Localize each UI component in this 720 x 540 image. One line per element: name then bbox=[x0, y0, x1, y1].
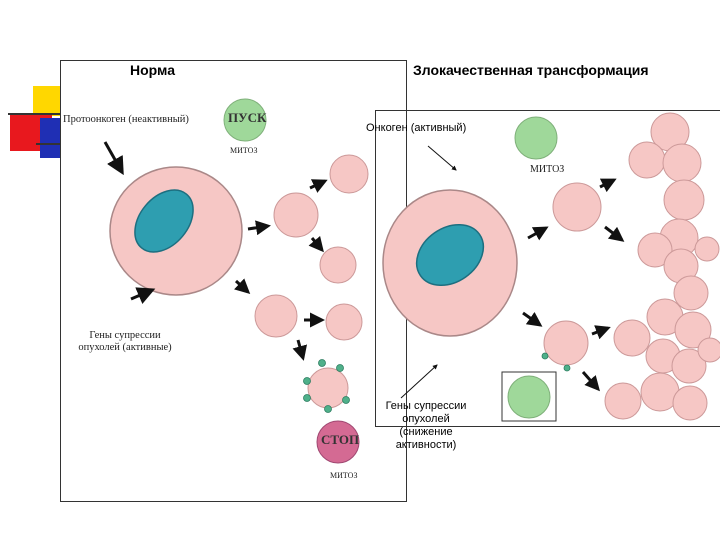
reduced-suppressors-line-2: опухолей bbox=[402, 413, 450, 425]
arrow-to-suppressors bbox=[130, 287, 156, 304]
heading-malignant: Злокачественная трансформация bbox=[413, 62, 649, 78]
malignant-mother-cell bbox=[382, 189, 518, 337]
suppressor-dots-right bbox=[541, 352, 571, 372]
reduced-suppressors-label: Гены супрессии опухолей (снижение активн… bbox=[374, 400, 478, 452]
start-signal bbox=[223, 98, 267, 142]
decor-blue-square bbox=[40, 118, 62, 158]
right-go-signal bbox=[514, 116, 558, 160]
start-mitosis-label: МИТОЗ bbox=[230, 146, 258, 155]
decor-line-2 bbox=[36, 143, 64, 145]
start-signal-text: ПУСК bbox=[228, 110, 267, 125]
right-proliferating-cells bbox=[543, 112, 720, 421]
decor-yellow-square bbox=[33, 86, 61, 116]
left-division-arrows bbox=[234, 179, 328, 361]
suppressor-dots-left bbox=[303, 359, 350, 413]
heading-normal: Норма bbox=[130, 62, 175, 78]
left-daughter-cell bbox=[325, 303, 363, 341]
left-daughter-cell bbox=[319, 246, 357, 284]
inset-green-cell bbox=[507, 375, 551, 419]
decor-line bbox=[8, 113, 64, 115]
stop-mitosis-label: МИТОЗ bbox=[330, 471, 358, 480]
right-division-arrows bbox=[522, 178, 625, 392]
oncogene-label: Онкоген (активный) bbox=[366, 122, 467, 134]
stop-signal bbox=[316, 420, 360, 464]
left-daughter-cell bbox=[273, 192, 319, 238]
tumor-suppressors-line-1: Гены супрессии bbox=[89, 330, 161, 341]
left-daughter-cell bbox=[329, 154, 369, 194]
reduced-suppressors-line-4: активности) bbox=[395, 439, 457, 451]
stop-signal-text: СТОП bbox=[321, 432, 360, 447]
tumor-suppressors-line-2: опухолей (активные) bbox=[78, 342, 172, 353]
arrow-to-oncogene bbox=[427, 145, 457, 171]
tumor-suppressors-label: Гены супрессии опухолей (активные) bbox=[70, 330, 180, 354]
malignant-panel bbox=[375, 110, 720, 427]
arrow-to-proto-oncogene bbox=[103, 141, 124, 176]
reduced-suppressors-line-1: Гены супрессии bbox=[385, 400, 467, 412]
right-mitosis-label: МИТОЗ bbox=[530, 164, 565, 175]
reduced-suppressors-line-3: (снижение bbox=[399, 426, 453, 438]
left-daughter-cell bbox=[254, 294, 298, 338]
arrow-to-reduced-suppressors bbox=[400, 364, 438, 399]
proto-oncogene-label: Протоонкоген (неактивный) bbox=[63, 114, 189, 125]
left-daughter-cell bbox=[307, 367, 349, 409]
normal-mother-cell bbox=[109, 166, 243, 296]
